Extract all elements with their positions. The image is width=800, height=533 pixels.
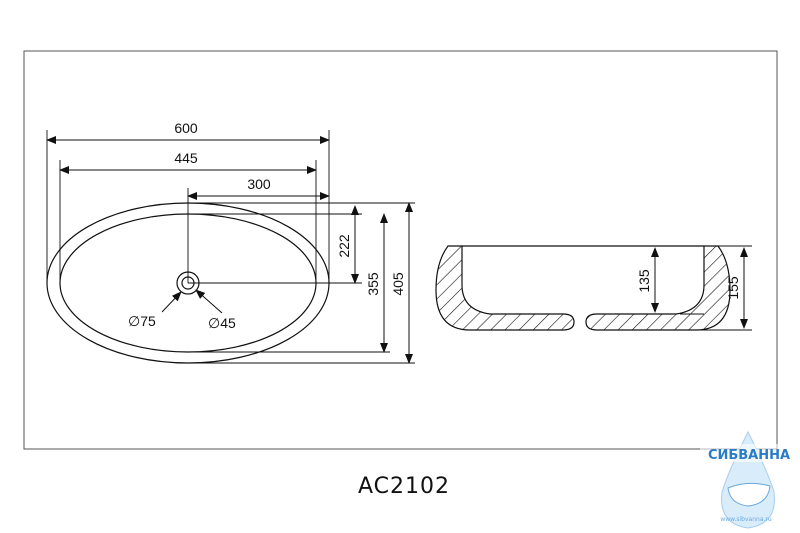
bathtub-icon	[727, 482, 771, 507]
top-view: 600 445 300 222 355 405 ∅75 ∅45	[46, 120, 415, 364]
dim-label-300: 300	[247, 176, 271, 192]
drawing-frame	[23, 50, 778, 450]
logo-brand-text: СИБВАННА	[708, 448, 790, 463]
dim-label-405: 405	[390, 272, 406, 296]
section-wall-right	[585, 245, 731, 331]
dim-label-drain-45: ∅45	[208, 315, 236, 331]
logo-url-text: www.sibvanna.ru	[720, 516, 772, 523]
side-section-view: 135 155	[435, 245, 752, 331]
leader-75	[161, 291, 182, 313]
section-wall-left	[435, 245, 575, 331]
dim-label-355: 355	[365, 272, 381, 296]
dim-label-155: 155	[725, 276, 741, 300]
leader-45	[195, 289, 223, 314]
brand-logo: СИБВАННА www.sibvanna.ru	[700, 430, 798, 529]
dim-label-600: 600	[174, 120, 198, 136]
water-drop-icon	[721, 430, 775, 529]
dim-label-135: 135	[636, 269, 652, 293]
dim-label-drain-75: ∅75	[128, 313, 156, 329]
dim-label-445: 445	[174, 150, 198, 166]
dim-label-222: 222	[336, 234, 352, 258]
model-number: AC2102	[358, 474, 451, 499]
